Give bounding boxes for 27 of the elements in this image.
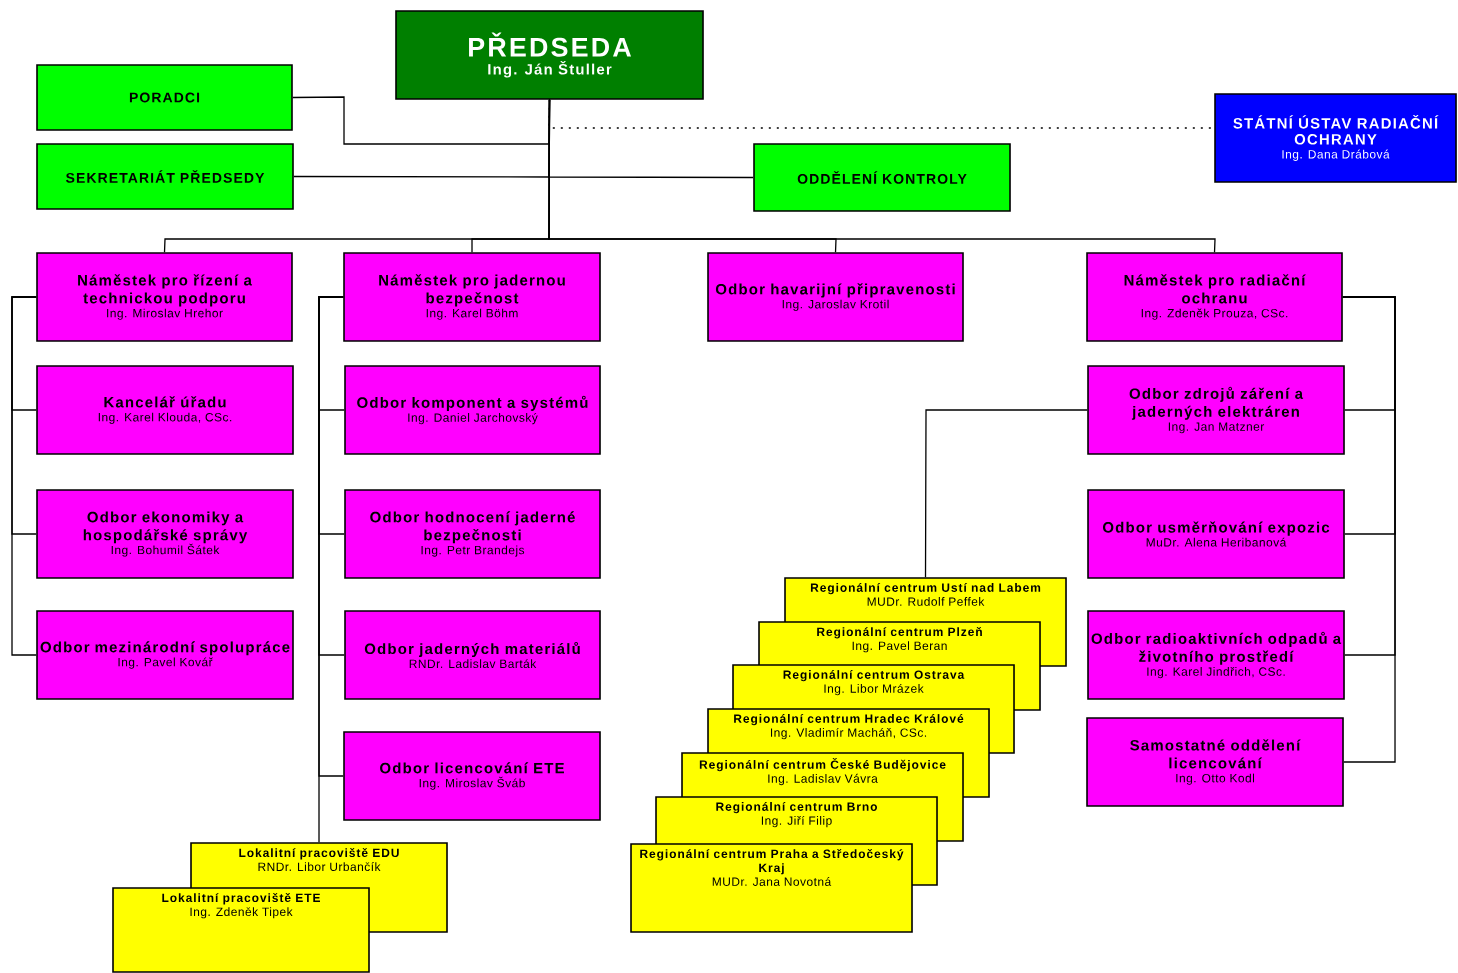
connector-line <box>1342 296 1396 763</box>
org-box: Odbor radioaktivních odpadů a životního prostředí Ing. Karel Jindřich, CSc. <box>1087 610 1345 700</box>
org-box: Samostatné oddělení licencování Ing. Otto Kodl <box>1086 717 1344 807</box>
connector-line <box>292 96 551 145</box>
org-box: Regionální centrum Praha a Středočeský Kraj MUDr. Jana Novotná <box>630 843 913 933</box>
org-box: Odbor havarijní připravenosti Ing. Jaroslav Krotil <box>707 252 964 342</box>
org-box: Odbor hodnocení jaderné bezpečnosti Ing. Petr Brandejs <box>344 489 601 579</box>
org-box: Odbor mezinárodní spolupráce Ing. Pavel Kovář <box>36 610 294 700</box>
org-box: PŘEDSEDA Ing. Ján Štuller <box>395 10 704 100</box>
org-box: SEKRETARIÁT PŘEDSEDY <box>36 143 294 210</box>
org-box: Odbor zdrojů záření a jaderných elektráren Ing. Jan Matzner <box>1087 365 1345 455</box>
org-box: Odbor licencování ETE Ing. Miroslav Šváb <box>343 731 601 821</box>
org-box: STÁTNÍ ÚSTAV RADIAČNÍ OCHRANY Ing. Dana Drábová <box>1214 93 1457 183</box>
org-box: Odbor ekonomiky a hospodářské správy Ing. Bohumil Šátek <box>36 489 294 579</box>
org-box: ODDĚLENÍ KONTROLY <box>753 143 1011 212</box>
org-box: Náměstek pro radiační ochranu Ing. Zdeněk Prouza, CSc. <box>1086 252 1343 342</box>
org-box: Odbor usměrňování expozic MuDr. Alena Heribanová <box>1087 489 1345 579</box>
connector-line <box>548 99 1216 253</box>
connector-line <box>924 409 1088 578</box>
connector-line <box>11 296 37 656</box>
org-box: PORADCI <box>36 64 293 131</box>
org-box: Odbor jaderných materiálů RNDr. Ladislav Barták <box>344 610 601 700</box>
org-box: Náměstek pro jadernou bezpečnost Ing. Karel Böhm <box>343 252 601 342</box>
org-box: Odbor komponent a systémů Ing. Daniel Jarchovský <box>344 365 601 455</box>
org-box: Lokalitní pracoviště ETE Ing. Zdeněk Tipek <box>112 887 370 973</box>
org-box: Kancelář úřadu Ing. Karel Klouda, CSc. <box>36 365 294 455</box>
org-box: Náměstek pro řízení a technickou podporu Ing. Miroslav Hrehor <box>36 252 293 342</box>
